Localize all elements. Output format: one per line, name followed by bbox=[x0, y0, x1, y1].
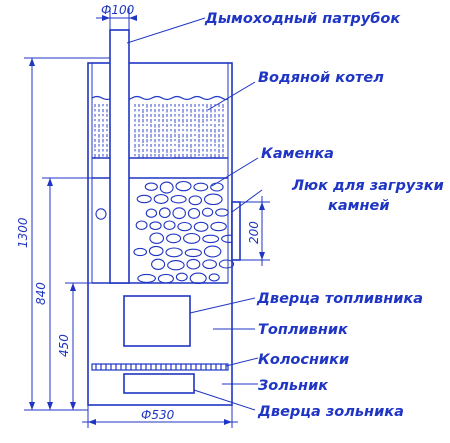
label-chimney-pipe: Дымоходный патрубок bbox=[204, 11, 401, 27]
stone-hatch bbox=[231, 201, 241, 261]
label-fuel-door: Дверца топливника bbox=[256, 291, 423, 307]
dimension-arrows bbox=[29, 15, 265, 425]
hatch-height-dim: 200 bbox=[247, 221, 261, 244]
label-ash-door: Дверца зольника bbox=[257, 404, 404, 420]
grates bbox=[91, 363, 229, 371]
height-840-dim: 840 bbox=[34, 282, 48, 305]
chimney-pipe bbox=[109, 29, 130, 284]
dimension-lines bbox=[24, 8, 270, 428]
pipe-diameter-dim: Ф100 bbox=[101, 3, 135, 17]
label-stove-heater: Каменка bbox=[261, 146, 334, 162]
label-water-boiler: Водяной котел bbox=[258, 70, 384, 86]
leader-lines bbox=[126, 17, 263, 411]
label-stone-hatch-line2: камней bbox=[328, 198, 390, 214]
ash-door bbox=[123, 373, 195, 394]
label-firebox: Топливник bbox=[258, 322, 349, 338]
label-stone-hatch-line1: Люк для загрузки bbox=[291, 178, 444, 194]
height-450-dim: 450 bbox=[57, 334, 71, 357]
water-boiler-area bbox=[91, 95, 229, 159]
label-ash-pit: Зольник bbox=[258, 378, 329, 394]
total-height-dim: 1300 bbox=[16, 217, 30, 248]
fuel-door bbox=[123, 295, 191, 347]
base-diameter-dim: Ф530 bbox=[141, 408, 175, 422]
label-grates: Колосники bbox=[258, 352, 349, 368]
